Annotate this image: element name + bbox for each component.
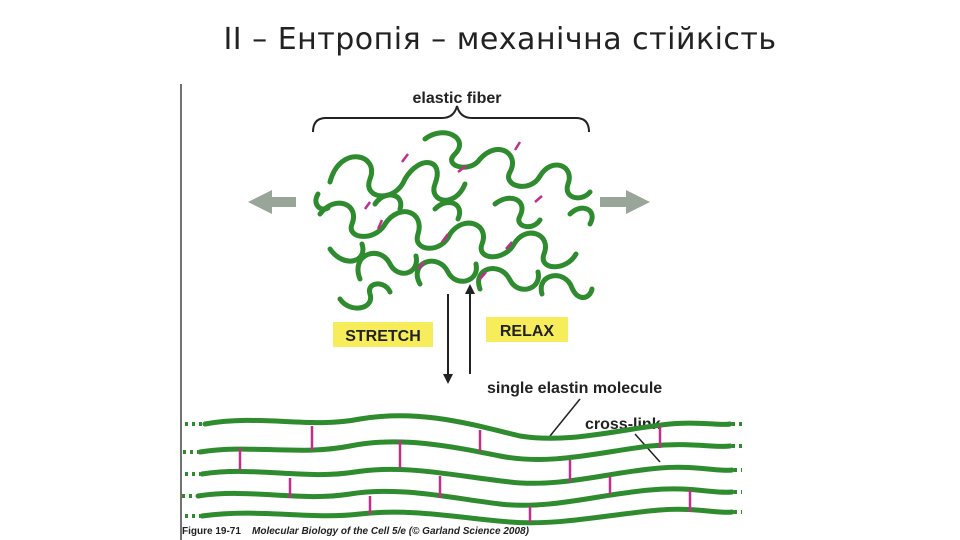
stretched-fiber-ends [182,422,742,518]
left-pull-arrow [248,190,296,214]
stretched-fiber-network [195,413,735,526]
brace [312,105,590,133]
figure-caption-prefix: Figure 19-71 [182,526,241,537]
stretch-arrow-head [443,374,453,384]
stretched-cross-links [238,426,692,522]
label-relax: RELAX [500,323,555,340]
elastin-pointer [549,398,581,437]
relaxed-cross-links [363,141,543,280]
relax-arrow-head [465,284,475,294]
label-single-elastin-molecule: single elastin molecule [487,380,662,397]
figure-caption-text: Molecular Biology of the Cell 5/e (© Gar… [252,526,530,537]
relaxed-fiber-network [313,130,595,311]
slide-title: II – Ентропія – механічна стійкість [223,22,777,57]
label-stretch: STRETCH [345,328,421,345]
stretch-highlight [333,322,433,347]
right-pull-arrow [600,190,650,214]
label-elastic-fiber: elastic fiber [413,90,502,107]
figure-panel: elastic fiber [180,84,743,540]
elastic-fiber-diagram: elastic fiber [180,84,742,540]
relax-highlight [486,317,568,342]
